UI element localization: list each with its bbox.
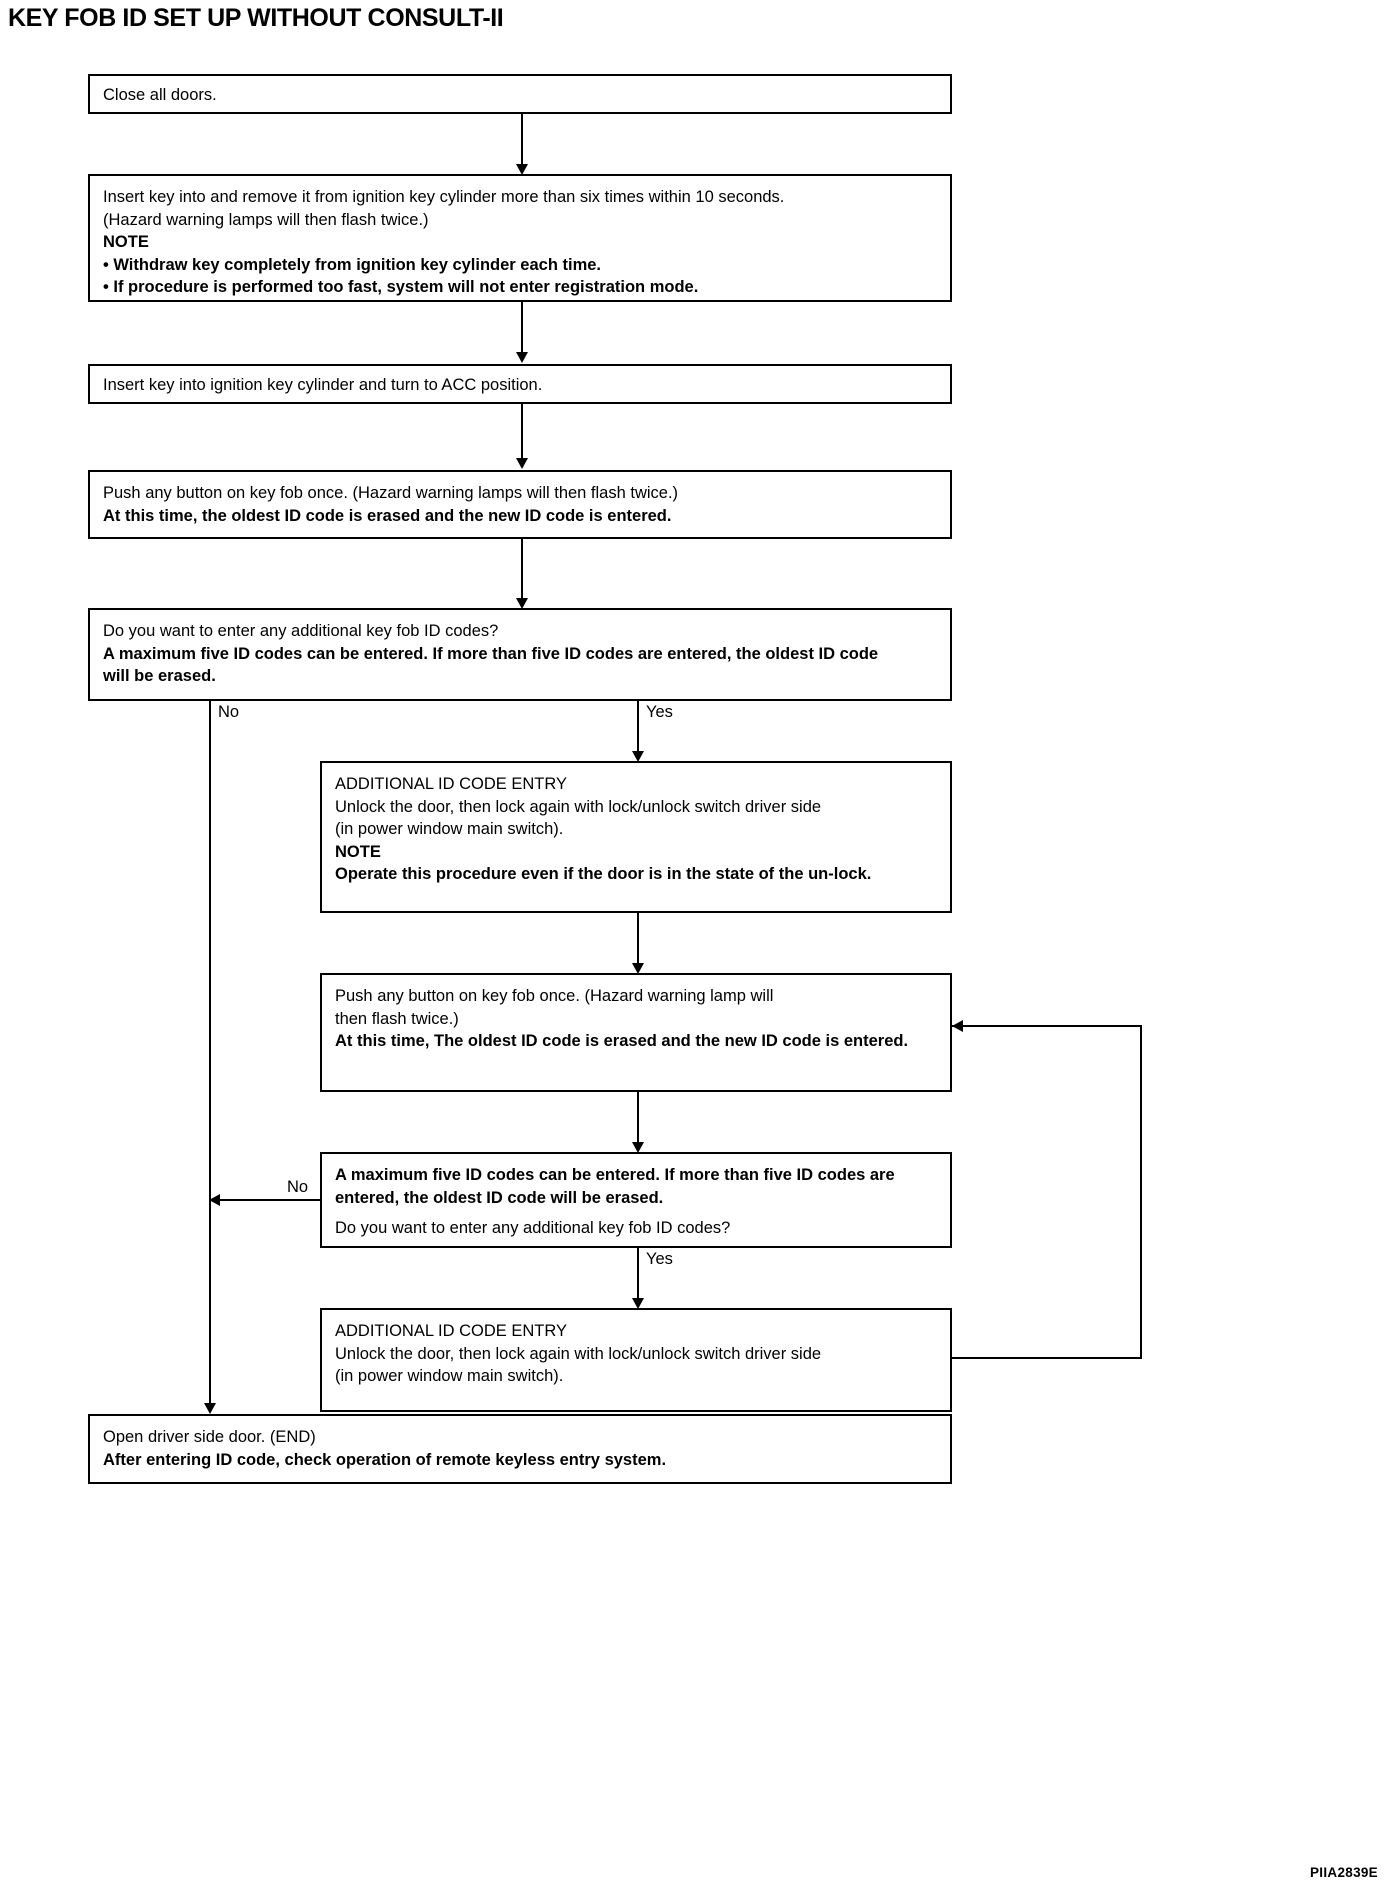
node-push-any-button-first: Push any button on key fob once. (Hazard… (88, 470, 952, 539)
node-line: Close all doors. (103, 86, 217, 104)
node-line: After entering ID code, check operation … (103, 1450, 667, 1469)
node-line: A maximum five ID codes can be entered. … (335, 1166, 895, 1207)
node-line: Push any button on key fob once. (Hazard… (103, 484, 679, 502)
node-line-heading: ADDITIONAL ID CODE ENTRY (335, 1322, 567, 1340)
arrow-no-trunk-to-end (204, 1403, 216, 1414)
arrow-acc-to-push1 (516, 458, 528, 469)
connector-decision2-yes (637, 1248, 639, 1306)
connector-push2-to-decision2 (637, 1092, 639, 1150)
branch-label-yes-second: Yes (646, 1250, 673, 1268)
node-line-bullet: • Withdraw key completely from ignition … (103, 255, 602, 274)
node-line: Push any button on key fob once. (Hazard… (335, 987, 774, 1005)
node-push-any-button-second: Push any button on key fob once. (Hazard… (320, 973, 952, 1092)
arrow-start-to-insert (516, 164, 528, 175)
arrow-decision2-no (209, 1194, 220, 1206)
node-line: At this time, The oldest ID code is eras… (335, 1032, 909, 1050)
connector-loop-top (952, 1025, 1142, 1027)
connector-push1-to-decision1 (521, 539, 523, 606)
node-decision-additional-codes-first: Do you want to enter any additional key … (88, 608, 952, 701)
node-line: (in power window main switch). (335, 820, 564, 838)
node-line: A maximum five ID codes can be entered. … (103, 644, 879, 686)
node-close-all-doors: Close all doors. (88, 74, 952, 114)
node-insert-remove-key: Insert key into and remove it from ignit… (88, 174, 952, 302)
connector-loop-bottom (952, 1357, 1142, 1359)
figure-id: PIIA2839E (1310, 1865, 1378, 1880)
node-line: Insert key into ignition key cylinder an… (103, 376, 543, 394)
node-line-note: NOTE (103, 233, 149, 251)
connector-decision1-yes (637, 701, 639, 759)
node-line-heading: ADDITIONAL ID CODE ENTRY (335, 775, 567, 793)
branch-label-no-first: No (218, 703, 240, 721)
arrow-push1-to-decision1 (516, 598, 528, 609)
page-title: KEY FOB ID SET UP WITHOUT CONSULT-II (8, 4, 504, 32)
connector-acc-to-push1 (521, 404, 523, 466)
arrow-insert-to-acc (516, 352, 528, 363)
node-line: Insert key into and remove it from ignit… (103, 188, 785, 206)
arrow-push2-to-decision2 (632, 1142, 644, 1153)
connector-entry1-to-push2 (637, 913, 639, 971)
node-line: Unlock the door, then lock again with lo… (335, 1344, 822, 1363)
node-line-note: NOTE (335, 842, 381, 861)
node-line: Unlock the door, then lock again with lo… (335, 797, 822, 816)
node-insert-key-acc-position: Insert key into ignition key cylinder an… (88, 364, 952, 404)
connector-decision1-no-trunk (209, 701, 211, 1411)
arrow-entry1-to-push2 (632, 963, 644, 974)
branch-label-yes-first: Yes (646, 703, 673, 721)
node-decision-additional-codes-second: A maximum five ID codes can be entered. … (320, 1152, 952, 1248)
arrow-decision2-to-entry2 (632, 1298, 644, 1309)
node-line: At this time, the oldest ID code is eras… (103, 506, 672, 525)
node-line-bullet: • If procedure is performed too fast, sy… (103, 278, 699, 296)
arrow-loop-into-push2 (952, 1020, 963, 1032)
node-line: Operate this procedure even if the door … (335, 865, 872, 883)
node-line: Do you want to enter any additional key … (335, 1219, 731, 1237)
node-line: then flash twice.) (335, 1009, 459, 1028)
node-line: (Hazard warning lamps will then flash tw… (103, 210, 429, 229)
arrow-decision1-to-entry1 (632, 751, 644, 762)
connector-decision2-no (209, 1199, 320, 1201)
node-line: Open driver side door. (END) (103, 1428, 316, 1446)
connector-loop-right (1140, 1025, 1142, 1359)
branch-label-no-second: No (287, 1178, 309, 1196)
node-open-driver-side-door-end: Open driver side door. (END) After enter… (88, 1414, 952, 1484)
node-additional-id-code-entry-first: ADDITIONAL ID CODE ENTRY Unlock the door… (320, 761, 952, 913)
connector-start-to-insert (521, 114, 523, 172)
connector-insert-to-acc (521, 302, 523, 360)
node-additional-id-code-entry-second: ADDITIONAL ID CODE ENTRY Unlock the door… (320, 1308, 952, 1412)
node-line: Do you want to enter any additional key … (103, 622, 499, 640)
node-line: (in power window main switch). (335, 1367, 564, 1385)
